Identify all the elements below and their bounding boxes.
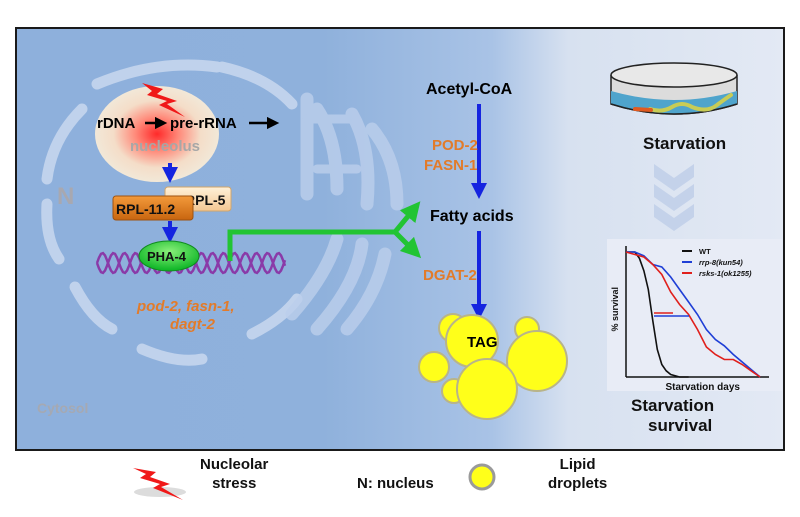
dna-strand-1 xyxy=(95,251,287,275)
golgi-shapes xyxy=(285,92,404,336)
green-arrow-to-dgat xyxy=(393,230,422,259)
pha-4-oval xyxy=(138,240,200,272)
series-line-3 xyxy=(625,251,761,378)
x-axis-label: Starvation days xyxy=(666,382,741,393)
green-arrow-to-fasn xyxy=(393,201,421,234)
diagram-canvas: N rDNA pre-rRNA nucleolus RPL-5 RPL-11.2… xyxy=(37,59,782,435)
series-line-1 xyxy=(626,251,689,378)
starvation-survival-line1: Starvation xyxy=(631,396,714,415)
target-genes-line2: dagt-2 xyxy=(170,316,216,333)
acetyl-coa-label: Acetyl-CoA xyxy=(426,81,513,98)
starvation-survival-line2: survival xyxy=(648,416,712,435)
y-axis-label: % survival xyxy=(610,287,620,332)
fasn-1-label: FASN-1 xyxy=(424,157,477,174)
nucleolus xyxy=(95,86,219,182)
target-genes-line1: pod-2, fasn-1, xyxy=(136,298,235,315)
nucleolus-label: nucleolus xyxy=(130,138,200,155)
rpl-11-2-label: RPL-11.2 xyxy=(116,201,175,217)
pod-2-label: POD-2 xyxy=(432,137,478,154)
legend-lipid-droplet-icon xyxy=(468,463,496,491)
legend-nucleus: N: nucleus xyxy=(357,475,434,492)
legend-lipid-droplets: Lipid droplets xyxy=(548,455,607,493)
tag-label: TAG xyxy=(467,334,498,351)
dgat-2-label: DGAT-2 xyxy=(423,267,477,284)
nuclear-envelope xyxy=(41,59,303,366)
petri-dish-icon xyxy=(610,62,738,115)
legend-stress-line1: Nucleolar xyxy=(200,456,269,473)
legend-lipid-line2: droplets xyxy=(548,475,608,492)
legend-entry-3: rsks-1(ok1255) xyxy=(699,269,752,278)
transcription-arrow xyxy=(227,229,395,261)
downward-chevrons-icon xyxy=(654,164,694,231)
nucleolar-stress-bolt-icon xyxy=(142,83,185,117)
worm-icon xyxy=(648,93,733,113)
rpl-5-label: RPL-5 xyxy=(185,192,226,208)
lipid-droplets xyxy=(418,313,568,420)
legend-lipid-line1: Lipid xyxy=(559,456,596,473)
legend-stress-bolt-icon xyxy=(133,468,186,500)
nucleus-label: N xyxy=(57,183,74,210)
fatty-acids-label: Fatty acids xyxy=(430,208,514,225)
legend-entry-2: rrp-8(kun54) xyxy=(699,258,743,267)
legend-entry-1: WT xyxy=(699,247,711,256)
cytosol-label: Cytosol xyxy=(37,400,88,416)
diagram-panel: N rDNA pre-rRNA nucleolus RPL-5 RPL-11.2… xyxy=(15,27,785,451)
pre-rrna-label: pre-rRNA xyxy=(170,115,237,132)
rpl-11-2-box xyxy=(112,195,194,221)
legend-nucleolar-stress: Nucleolar stress xyxy=(200,455,268,493)
rdna-label: rDNA xyxy=(97,115,136,132)
legend-stress-line2: stress xyxy=(212,475,257,492)
starvation-label: Starvation xyxy=(643,134,726,153)
chart-background xyxy=(607,239,782,391)
pha-4-label: PHA-4 xyxy=(147,249,187,264)
